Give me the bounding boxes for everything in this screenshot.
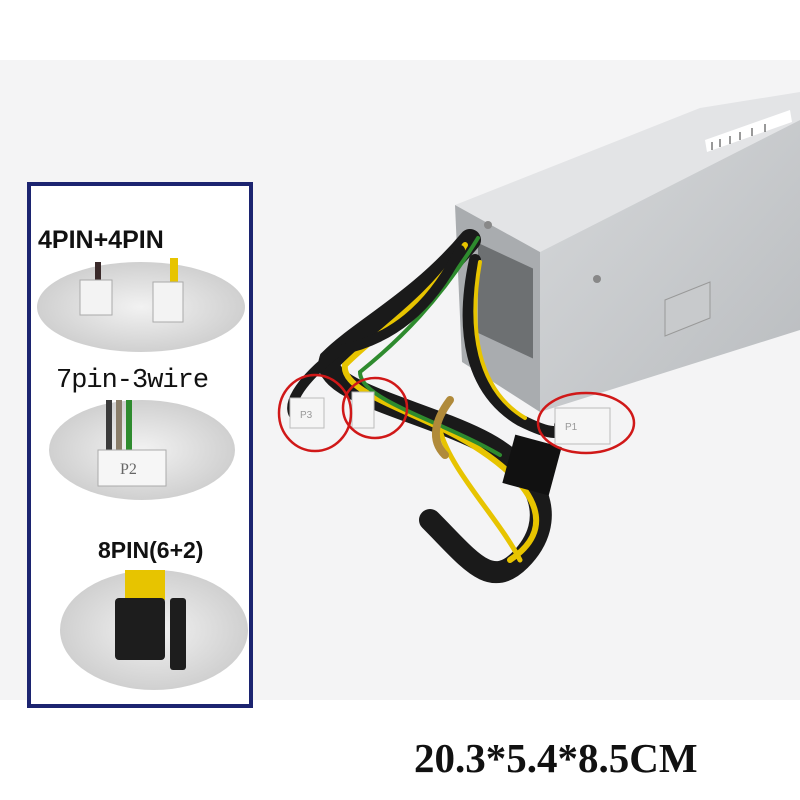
4pin-thumbnail bbox=[37, 262, 245, 352]
label-8pin: 8PIN(6+2) bbox=[98, 537, 204, 563]
p3-connector bbox=[289, 397, 325, 429]
8pin-connector bbox=[502, 434, 562, 496]
label-4pin: 4PIN+4PIN bbox=[38, 226, 164, 254]
p2-marking: P2 bbox=[120, 461, 137, 478]
callout-circle-p3 bbox=[277, 373, 353, 453]
power-supply-unit bbox=[455, 92, 800, 412]
p3-marking: P3 bbox=[300, 410, 313, 421]
label-7pin: 7pin-3wire bbox=[56, 366, 209, 396]
dimensions-text: 20.3*5.4*8.5CM bbox=[414, 735, 698, 781]
callout-circle-7pin bbox=[341, 376, 409, 440]
callout-circle-p1 bbox=[536, 391, 636, 455]
p1-connector bbox=[554, 407, 611, 445]
barcode-label bbox=[705, 110, 792, 152]
p1-marking: P1 bbox=[565, 422, 578, 433]
